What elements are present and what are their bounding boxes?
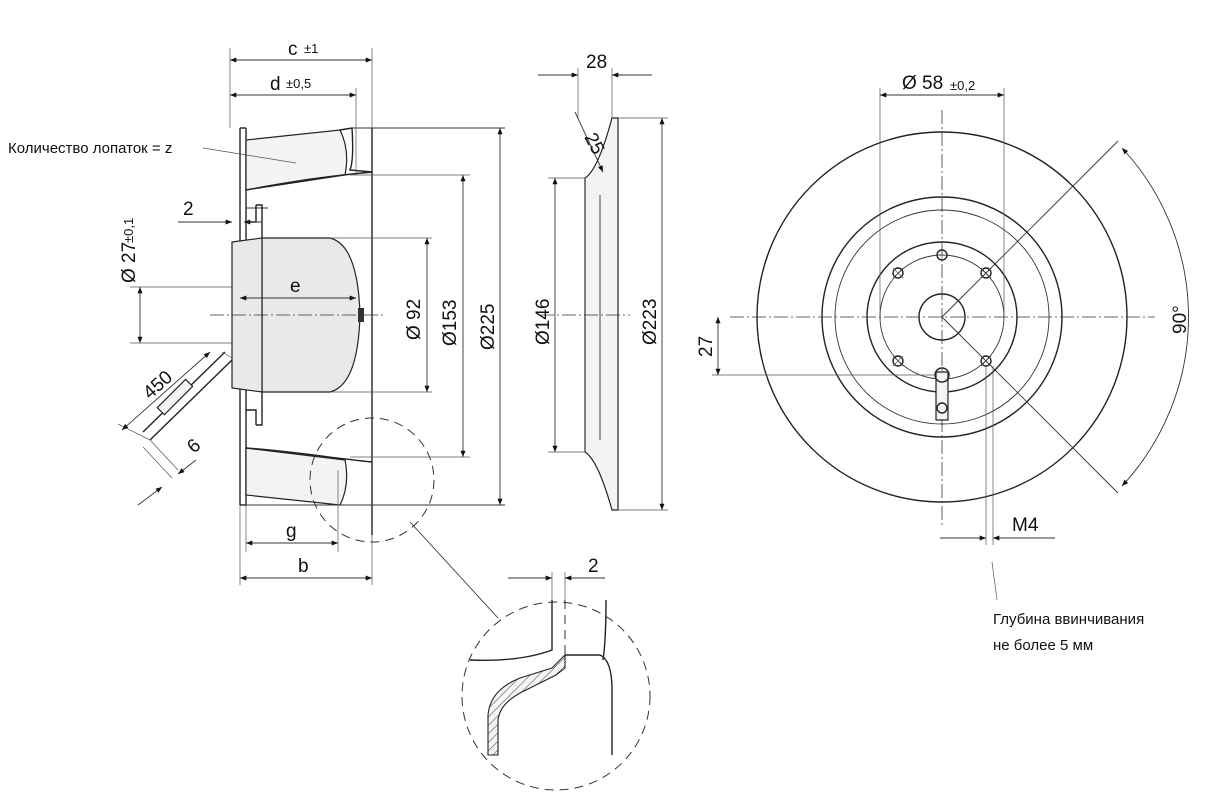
dim-c-tol: ±1 [304, 41, 318, 56]
dim-dia58: Ø 58 [902, 73, 943, 94]
dim-offset27: 27 [696, 336, 717, 357]
dim-dia58-tol: ±0,2 [950, 78, 975, 93]
dim-w28: 28 [586, 52, 607, 73]
dim-cable-6: 6 [183, 435, 205, 458]
blade-lower [245, 447, 348, 506]
side-view [142, 127, 505, 535]
detail-hub-section [487, 653, 566, 756]
dim-e: e [290, 276, 301, 297]
dim-angle90: 90° [1170, 305, 1191, 334]
dim-dia27: Ø 27 [119, 242, 140, 283]
dim-dia223: Ø223 [640, 299, 661, 345]
depth-note-line1: Глубина ввинчивания [993, 611, 1144, 628]
blades-note: Количество лопаток = z [8, 140, 172, 157]
dim-c: c [288, 39, 298, 60]
dim-g: g [286, 521, 297, 542]
cable-outlet [935, 371, 949, 421]
shroud-profile [584, 117, 619, 511]
dim-d-tol: ±0,5 [286, 76, 311, 91]
dim-dia27-tol: ±0,1 [121, 218, 136, 243]
dim-dia153: Ø153 [440, 300, 461, 346]
shroud-section: 28 25 Ø146 Ø223 [533, 52, 668, 511]
bolt-hole-top [935, 248, 949, 262]
front-view: 90° Ø 58 ±0,2 27 M4 Глубина ввинчивания … [696, 73, 1191, 654]
side-dimensions: c ±1 d ±0,5 Количество лопаток = z 2 Ø 2… [8, 39, 503, 619]
dim-dia146: Ø146 [533, 299, 554, 345]
dim-2-detail: 2 [588, 556, 599, 577]
detail-view: 2 [461, 556, 651, 791]
dim-thread-m4: M4 [1012, 515, 1039, 536]
depth-note-line2: не более 5 мм [993, 637, 1093, 654]
dim-b: b [298, 556, 309, 577]
detail-circle [461, 601, 651, 791]
bolt-hole-left [892, 267, 904, 279]
dim-dia92: Ø 92 [404, 299, 425, 340]
dim-d: d [270, 74, 281, 95]
dim-dia225: Ø225 [478, 304, 499, 350]
dim-2-top: 2 [183, 199, 194, 220]
bolt-hole-lower-left [892, 355, 904, 367]
detail-marker-circle [309, 417, 435, 543]
